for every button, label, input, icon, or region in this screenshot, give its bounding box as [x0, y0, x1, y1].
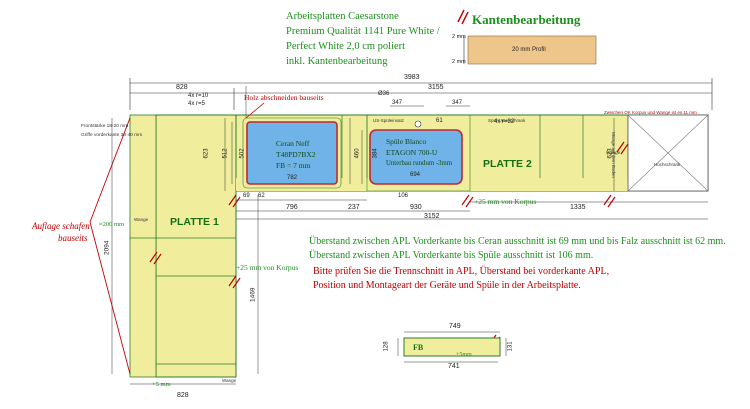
edge-strip-dims: [397, 331, 507, 363]
countertop-front-band: [236, 178, 708, 191]
edge-strip: [403, 337, 501, 357]
cooktop-width: 782: [287, 175, 298, 181]
cooktop-rebate: [242, 117, 342, 189]
small-wange-1: Wange: [134, 217, 149, 222]
strip-128: 128: [383, 341, 390, 352]
small-wange-right: Wange auf dem Boden: [611, 132, 616, 178]
info-line-4: Position und Montageart der Geräte und S…: [313, 280, 581, 291]
dim-347a: 347: [392, 100, 403, 106]
small-wange-2: Wange: [222, 378, 237, 383]
tap-hole: [414, 120, 422, 128]
header-line-4: inkl. Kantenbearbeitung: [286, 56, 388, 67]
cooktop-line-3: FB = 7 mm: [276, 161, 311, 170]
countertop-leg: [155, 114, 237, 378]
small-wange-3: Wange: [606, 150, 621, 155]
dim-237: 237: [348, 204, 360, 211]
top-dimension-lines: [129, 78, 713, 110]
dim-r32: 4x r=32: [494, 119, 515, 125]
info-line-3: Bitte prüfen Sie die Trennschnitt in APL…: [313, 266, 610, 277]
header-line-2: Premium Qualität 1141 Pure White /: [286, 26, 440, 37]
dim-828-bottom: 828: [177, 392, 189, 399]
dim-796: 796: [286, 204, 298, 211]
sink-depth-1: 384: [372, 148, 379, 159]
sink-cutout: [369, 129, 463, 185]
tall-cabinet-cross-b: [627, 114, 709, 192]
header-line-3: Perfect White 2,0 cm poliert: [286, 41, 406, 52]
dim-2094: 2094: [103, 240, 111, 255]
dim-d36: Ø36: [378, 91, 390, 97]
front-note-1: Frontstärke 18-20 mm: [81, 124, 129, 129]
edge-legend-sample-label: 20 mm Profil: [512, 47, 546, 53]
left-front-strip: [129, 114, 157, 378]
red-edge-mark-icon: [457, 9, 469, 25]
small-hoch-label: Hochschrank: [654, 162, 681, 167]
sink-line-2: ETAGON 700-U: [386, 148, 438, 157]
dimension-lines: [111, 86, 708, 385]
support-note-1: Auflage schafen: [32, 221, 90, 231]
dim-r10: 4x r=10: [188, 93, 209, 99]
plate-2-label: PLATTE 2: [483, 158, 532, 170]
dim-347b: 347: [452, 100, 463, 106]
dim-3152: 3152: [424, 213, 440, 220]
small-spul-label: Spül-Unterschrank: [488, 118, 526, 123]
cooktop-depth-1: 502: [239, 148, 246, 159]
dim-25-right: +25 mm von Korpus: [474, 197, 537, 206]
sink-line-1: Spüle Blanco: [386, 137, 427, 146]
cooktop-depth-2: 512: [222, 148, 229, 159]
sink-line-3: Unterbau rundum -3mm: [386, 160, 453, 167]
sink-cabinet-outline: [366, 114, 471, 192]
wood-note-leader: [245, 102, 265, 119]
edge-legend-dim-top: 2 mm: [452, 34, 466, 40]
plate-1-label: PLATTE 1: [170, 216, 219, 228]
strip-749: 749: [449, 323, 461, 330]
support-lines: [89, 117, 131, 375]
dim-1335: 1335: [570, 204, 586, 211]
dim-62: 62: [258, 193, 265, 199]
front-note-2: Griffe vorderkante 38-40 mm: [81, 133, 143, 138]
sink-width: 694: [410, 172, 421, 178]
cooktop-depth-3: 623: [203, 148, 210, 159]
info-line-1: Überstand zwischen APL Vorderkante bis C…: [309, 236, 726, 247]
small-us-label: US-Spüleinsatz: [373, 118, 405, 123]
cooktop-line-1: Ceran Neff: [276, 139, 310, 148]
strip-741: 741: [448, 363, 460, 370]
dim-1469: 1469: [249, 287, 257, 302]
dim-200: ≈200 mm: [99, 221, 125, 228]
dim-3155: 3155: [428, 84, 444, 91]
wood-note: Holz abschneiden bauseits: [244, 93, 324, 102]
dim-61: 61: [436, 118, 443, 124]
dim-overall: 3983: [404, 74, 420, 81]
sink-depth-2: 460: [354, 148, 361, 159]
strip-131: 131: [507, 341, 514, 352]
dim-69: 69: [243, 193, 250, 199]
strip-5: +5mm: [456, 352, 472, 358]
dim-930: 930: [410, 204, 422, 211]
dim-25-left: +25 mm von Korpus: [236, 263, 299, 272]
dim-828-top: 828: [176, 84, 188, 91]
edge-legend-dim-bottom: 2 mm: [452, 59, 466, 65]
cooktop-cutout: [246, 121, 338, 185]
cooktop-line-2: T48PD7BX2: [276, 150, 316, 159]
edge-profile-sample: [467, 35, 597, 65]
dim-106: 106: [398, 193, 409, 199]
strip-label: FB: [413, 343, 424, 352]
header-line-1: Arbeitsplatten Caesarstone: [286, 11, 399, 22]
info-line-2: Überstand zwischen APL Vorderkante bis S…: [309, 250, 594, 261]
dim-r5: 4x r=5: [188, 101, 205, 107]
small-note-right: Zwischen OK Korpus und Wange ist es 11 m…: [604, 110, 697, 115]
edge-legend-title: Kantenbearbeitung: [472, 12, 581, 27]
support-note-2: bauseits: [58, 233, 88, 243]
dim-5: +5 mm: [152, 381, 171, 388]
